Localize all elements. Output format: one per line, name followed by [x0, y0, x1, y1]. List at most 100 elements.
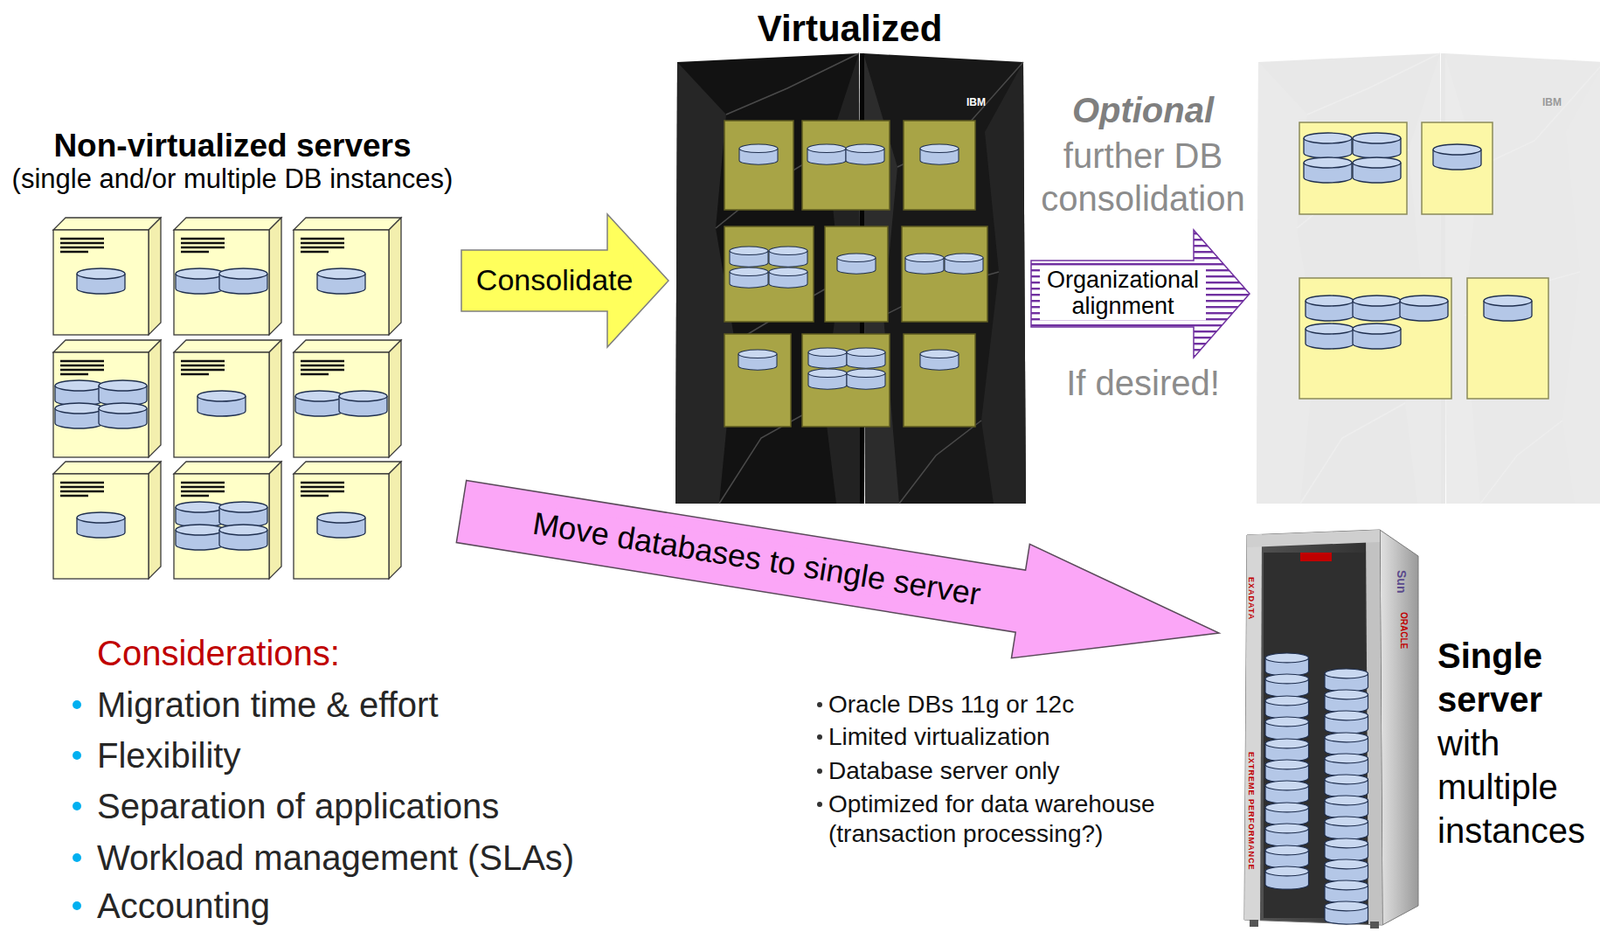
alignment-arrow: [1031, 229, 1250, 358]
exadata-rack: [1324, 774, 1369, 797]
lpar-partition: [903, 120, 976, 210]
exadata-rack: [1379, 529, 1419, 925]
server-grid: [293, 461, 402, 579]
lpar-partition: [1299, 122, 1407, 215]
exadata-rack: [1324, 710, 1369, 734]
bullet-note: Optimized for data warehouse (transactio…: [828, 789, 1196, 848]
lpar-partition: [903, 333, 976, 427]
server-grid: [53, 217, 402, 579]
bullet-dot: [72, 699, 82, 709]
mainframe-consolidated: [1399, 295, 1448, 321]
exadata-rack: [1265, 865, 1310, 889]
server-grid: [219, 524, 268, 550]
server-grid: [76, 268, 125, 294]
lpar-partition: [1467, 277, 1549, 399]
server-grid: [173, 217, 282, 335]
bullet-dot: [72, 900, 82, 910]
bullet-dot: [72, 750, 82, 760]
server-grid: [197, 390, 246, 416]
bullet-dot: [72, 852, 82, 862]
lpar-partition: [802, 120, 890, 210]
bullet-item: Accounting: [96, 885, 271, 926]
lpar-partition: [901, 226, 988, 322]
mainframe-virtualized: [729, 267, 769, 288]
server-grid: [55, 380, 104, 406]
bullet-item: Workload management (SLAs): [96, 837, 575, 878]
mainframe-consolidated: [1303, 132, 1352, 159]
exadata-rack: [1324, 732, 1369, 755]
bullet-dot: [817, 734, 823, 740]
rack-print: EXADATA: [1246, 576, 1256, 620]
vendor-logo: ORACLE: [1398, 611, 1409, 649]
bullet-dot: [817, 701, 823, 807]
mainframe-consolidated: [1352, 132, 1401, 159]
bullet-dot: [817, 768, 823, 774]
exadata-rack: [1244, 529, 1419, 929]
server-grid: [175, 524, 224, 550]
mainframe-virtualized: [808, 368, 847, 389]
exadata-rack: [1324, 900, 1369, 924]
server-grid: [98, 380, 147, 406]
mainframe-consolidated: [1305, 295, 1354, 321]
vendor-logo: IBM: [1534, 96, 1570, 109]
bullet-dot: [817, 701, 823, 707]
exadata-rack: [1265, 695, 1310, 719]
arrow-label: Organizational alignment: [1039, 266, 1206, 320]
mainframe-virtualized: [846, 368, 886, 389]
server-heading: with multiple instances: [1437, 720, 1595, 852]
exadata-rack: [1265, 673, 1310, 697]
server-grid: [173, 339, 282, 458]
mainframe-consolidated: [1256, 53, 1600, 504]
server-grid: [293, 217, 402, 335]
exadata-rack: [1265, 845, 1310, 868]
server-grid: [53, 339, 161, 458]
server-grid: [219, 268, 268, 294]
server-grid: [295, 390, 344, 416]
lpar-partition: [1299, 277, 1452, 399]
lpar-partition: [724, 333, 791, 427]
server-grid: [339, 390, 388, 416]
mainframe-virtualized: [837, 253, 876, 274]
server-group: Non-virtualized servers(single and/or mu…: [3, 122, 462, 599]
mainframe-consolidated: [1303, 157, 1352, 183]
bullet-dot: [72, 801, 82, 811]
exadata-rack: [1370, 921, 1379, 929]
lpar-partition: [1299, 122, 1549, 399]
mainframe-virtualized: [729, 246, 769, 267]
option-note: further DB consolidation: [1029, 134, 1257, 221]
exadata-rack: [1265, 823, 1310, 846]
option-note: Optional: [1029, 89, 1257, 132]
mainframe-consolidated: [1352, 323, 1401, 349]
group-heading: Non-virtualized servers: [3, 126, 462, 166]
lpar-partition: [724, 226, 814, 322]
mainframe-virtualized: [905, 253, 944, 274]
exadata-rack: [1324, 668, 1369, 692]
lpar-partition: [724, 120, 794, 210]
exadata-rack: [1300, 552, 1332, 562]
exadata-rack: [1324, 838, 1369, 861]
mainframe-consolidated: [1352, 295, 1401, 321]
mainframe-virtualized: [846, 347, 886, 368]
mainframe-heading: Virtualized: [673, 6, 1026, 51]
bullet-dot: [72, 699, 82, 910]
arrow-label: Consolidate: [476, 263, 634, 298]
exadata-rack: [1244, 529, 1383, 925]
exadata-rack: [1324, 689, 1369, 713]
mainframe-virtualized: [675, 53, 1026, 504]
mainframe-consolidated: [1483, 295, 1532, 321]
exadata-rack: [1324, 753, 1369, 776]
exadata-rack: [1265, 652, 1310, 676]
option-note: If desired!: [1029, 361, 1257, 404]
server-grid: [317, 268, 366, 294]
exadata-rack: [1265, 716, 1310, 740]
mainframe-consolidated: [1352, 157, 1401, 183]
server-grid: [76, 512, 125, 538]
bullet-note: Oracle DBs 11g or 12c: [828, 689, 1074, 720]
bullet-dot: [817, 801, 823, 807]
mainframe-consolidated: [1256, 53, 1600, 504]
virtualized-mainframe: VirtualizedIBM: [673, 3, 1026, 504]
group-subtitle: (single and/or multiple DB instances): [3, 162, 462, 195]
